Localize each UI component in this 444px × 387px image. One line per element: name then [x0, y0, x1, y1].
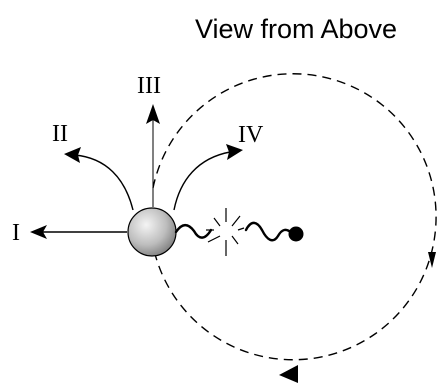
arrow-IV-head — [226, 144, 243, 160]
arrow-III-head — [146, 104, 160, 124]
tether-wave-right — [244, 221, 294, 242]
arrow-I-head — [30, 225, 47, 239]
diagram-title: View from Above — [195, 14, 397, 44]
break-spark-icon — [206, 208, 245, 256]
label-I: I — [12, 220, 20, 246]
arrow-IV-curve — [173, 151, 231, 211]
sphere — [127, 207, 177, 257]
arrow-II-head — [64, 147, 81, 163]
orbit-arrowhead-bottom — [279, 365, 298, 383]
orbit-arrowhead-right — [428, 252, 436, 268]
label-III: III — [137, 73, 161, 99]
orbit-dashed-path — [152, 73, 437, 361]
label-II: II — [52, 121, 68, 147]
label-IV: IV — [238, 122, 264, 148]
tether-wave-left — [174, 223, 213, 239]
arrow-II-curve — [74, 154, 134, 211]
tether-endpoint — [288, 226, 304, 242]
